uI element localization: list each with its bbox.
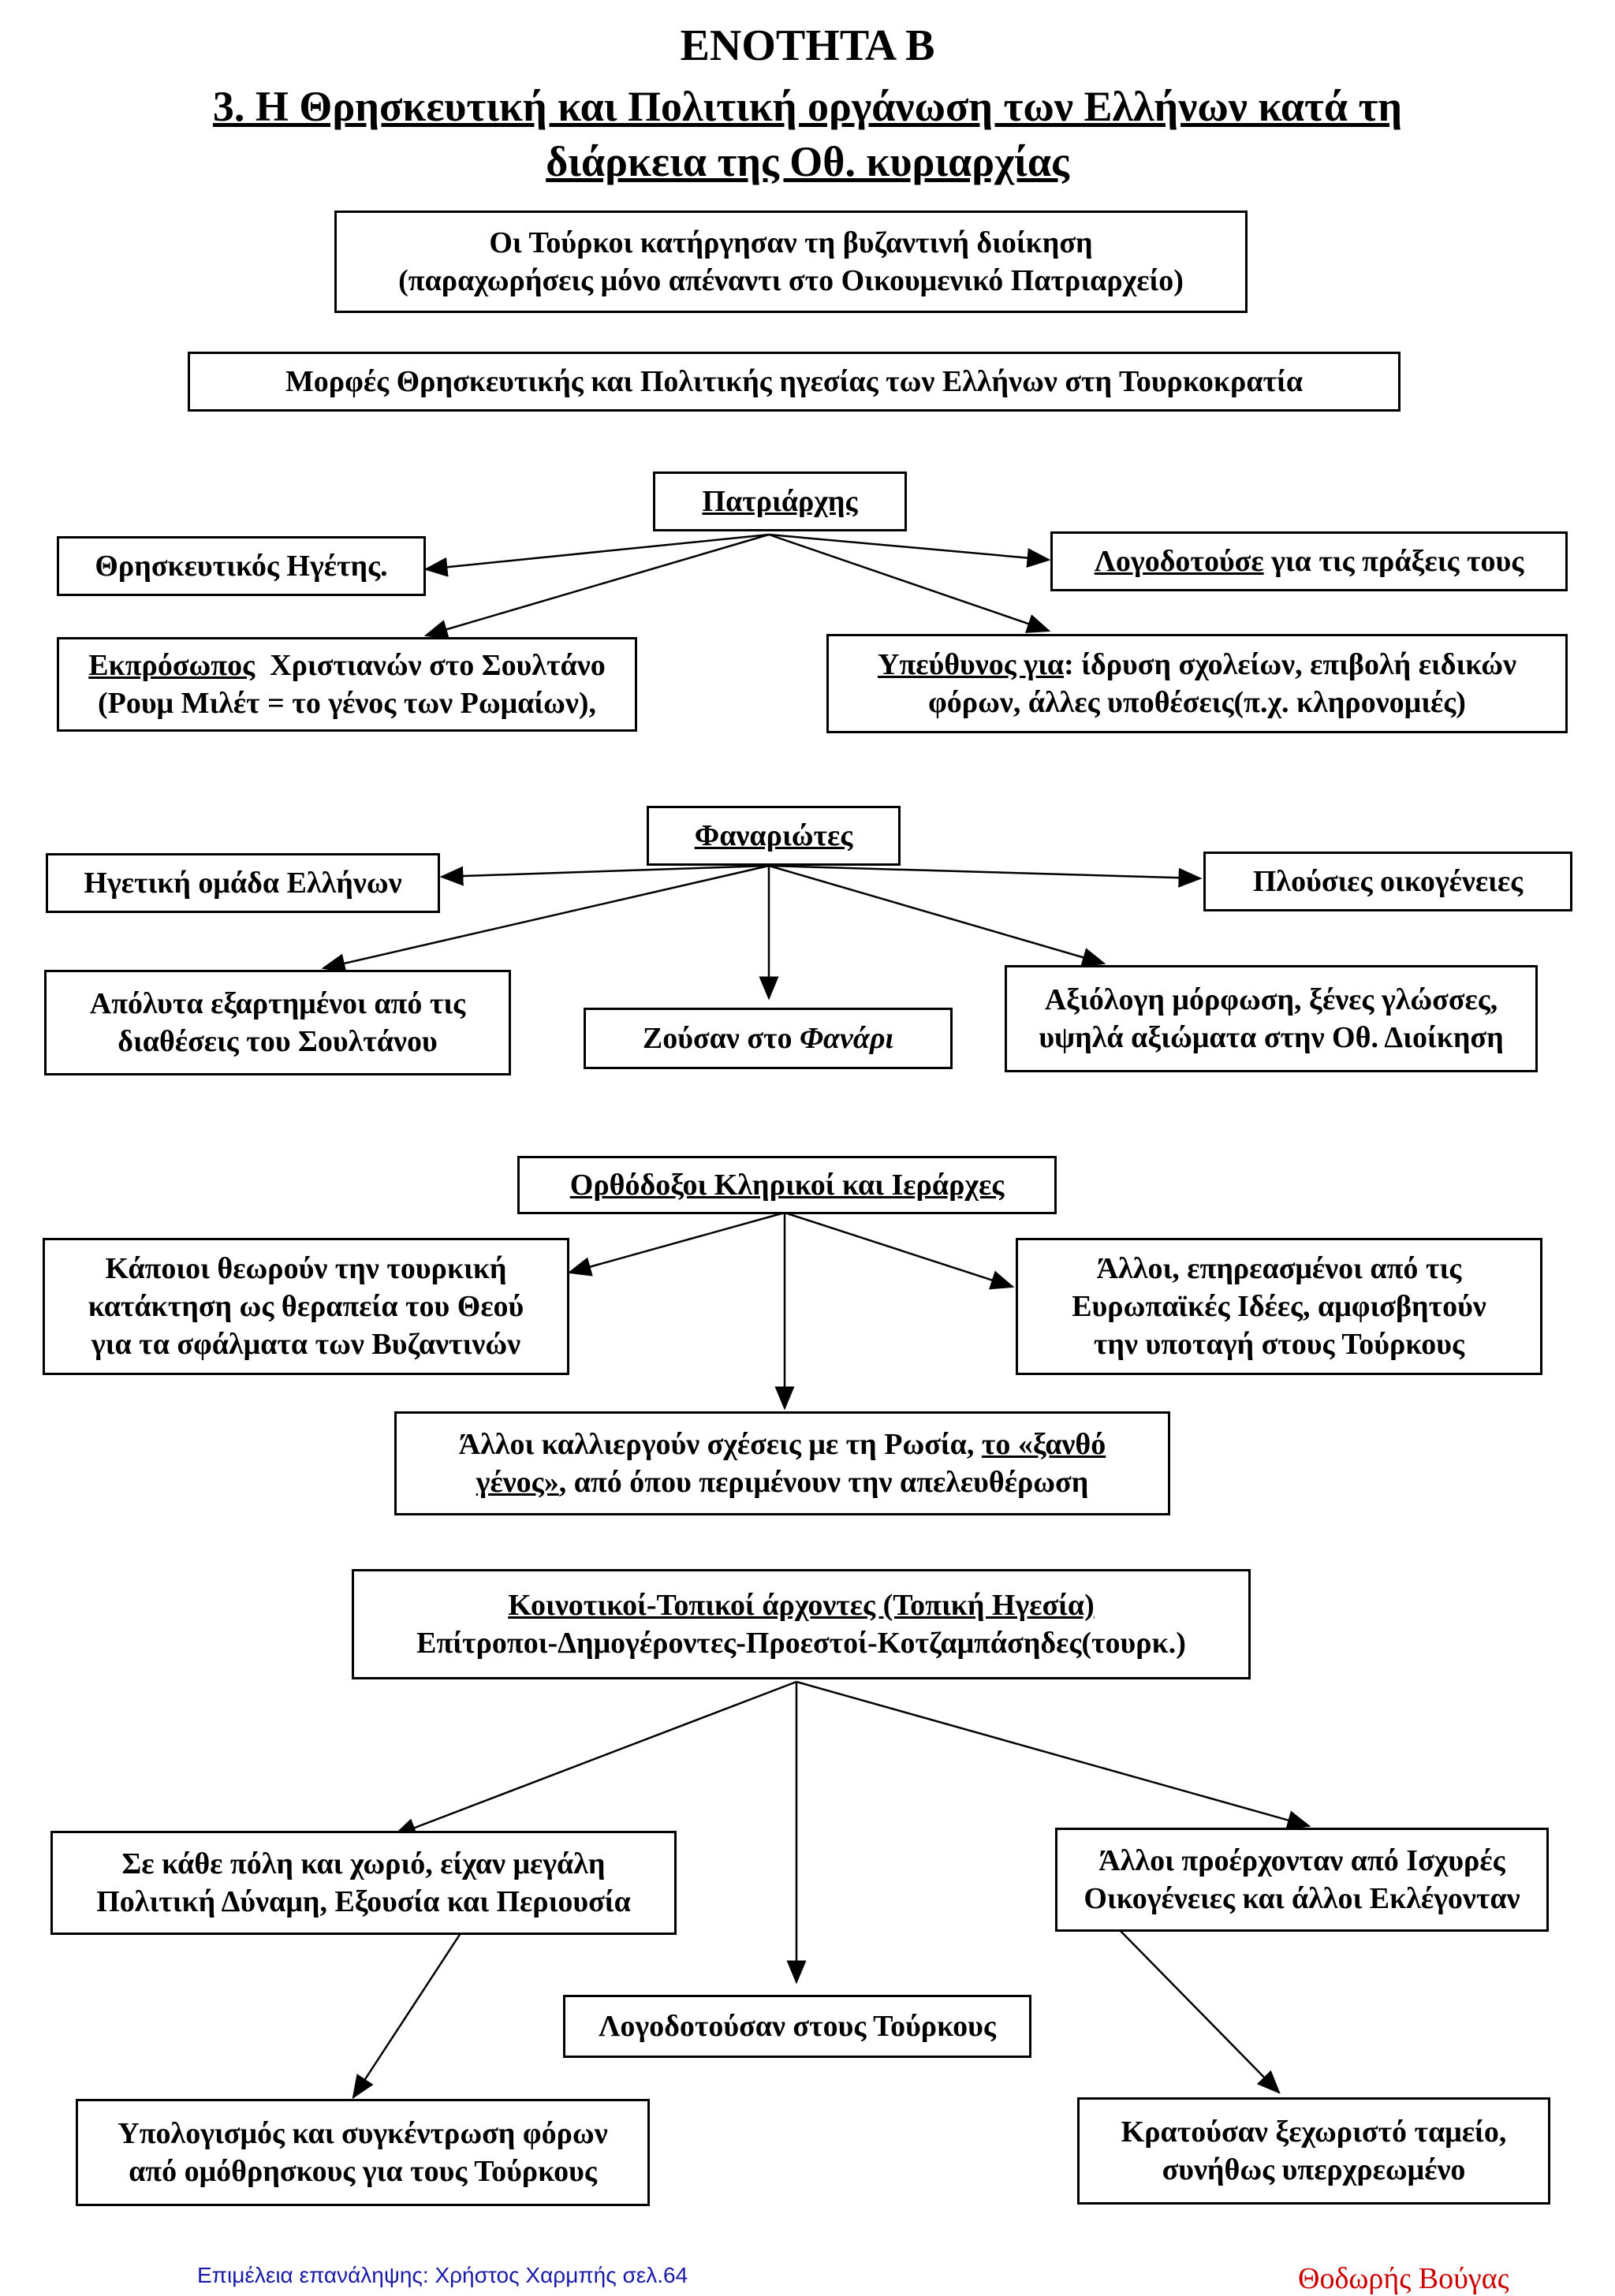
footer-author: Θοδωρής Βούγας (1298, 2262, 1509, 2295)
arrow-local-taxes (352, 1907, 479, 2100)
patriarch-box: Πατριάρχης (653, 472, 907, 531)
arrow-local-families (796, 1680, 1311, 1830)
clergy-some-line1: Κάποιοι θεωρούν την τουρκική (105, 1252, 507, 1285)
arrow-phan-rich (768, 864, 1203, 888)
clergy-russia-box: Άλλοι καλλιεργούν σχέσεις με τη Ρωσία, τ… (394, 1411, 1170, 1515)
patriarch-rep-box: Εκπρόσωπος Χριστιανών στο Σουλτάνο (Ρουμ… (57, 637, 637, 732)
arrow-phan-leading (439, 864, 770, 886)
patriarch-rep-u: Εκπρόσωπος (88, 649, 255, 682)
arrow-patriarch-accountable (768, 533, 1051, 568)
patriarch-rep-line2: (Ρουμ Μιλέτ = το γένος των Ρωμαίων), (97, 687, 597, 720)
clergy-russia-u1: το «ξανθό (981, 1428, 1106, 1461)
arrow-clergy-some (567, 1211, 785, 1277)
intro-line1: Οι Τούρκοι κατήργησαν τη βυζαντινή διοίκ… (489, 226, 1093, 259)
footer-credit: Επιμέλεια επανάληψης: Χρήστος Χαρμπής σε… (197, 2263, 688, 2287)
page-title-line1: 3. Η Θρησκευτική και Πολιτική οργάνωση τ… (212, 83, 1403, 130)
phanariotes-box: Φαναριώτες (647, 806, 901, 866)
intro-box: Οι Τούρκοι κατήργησαν τη βυζαντινή διοίκ… (334, 211, 1248, 313)
local-treasury-box: Κρατούσαν ξεχωριστό ταμείο, συνήθως υπερ… (1077, 2097, 1550, 2205)
phan-edu-line1: Αξιόλογη μόρφωση, ξένες γλώσσες, (1044, 983, 1498, 1016)
patriarch-rep-rest: Χριστιανών στο Σουλτάνο (255, 649, 606, 682)
clergy-other-line1: Άλλοι, επηρεασμένοι από τις (1096, 1252, 1462, 1285)
arrow-local-treasury (1116, 1926, 1281, 2094)
local-families-line1: Άλλοι προέρχονταν από Ισχυρές (1098, 1844, 1505, 1877)
local-treasury-line2: συνήθως υπερχρεωμένο (1162, 2153, 1466, 2186)
local-families-line2: Οικογένειες και άλλοι Εκλέγονταν (1084, 1882, 1520, 1915)
patriarch-accountable-u: Λογοδοτούσε (1094, 545, 1264, 578)
phan-rich-box: Πλούσιες οικογένειες (1203, 852, 1572, 911)
phan-lived-italic: Φανάρι (800, 1022, 894, 1055)
local-power-line2: Πολιτική Δύναμη, Εξουσία και Περιουσία (96, 1885, 631, 1918)
clergy-russia-b: , από όπου περιμένουν την απελευθέρωση (558, 1466, 1089, 1499)
clergy-russia-a: Άλλοι καλλιεργούν σχέσεις με τη Ρωσία, (458, 1428, 982, 1461)
intro-line2: (παραχωρήσεις μόνο απέναντι στο Οικουμεν… (398, 264, 1184, 297)
arrow-local-power (392, 1680, 797, 1837)
clergy-other-line2: Ευρωπαϊκές Ιδέες, αμφισβητούν (1072, 1290, 1486, 1323)
page-title-line2: διάρκεια της Οθ. κυριαρχίας (546, 138, 1069, 185)
page-title: 3. Η Θρησκευτική και Πολιτική οργάνωση τ… (0, 79, 1615, 189)
clergy-other-line3: την υποταγή στους Τούρκους (1093, 1328, 1465, 1361)
patriarch-religious-box: Θρησκευτικός Ηγέτης. (57, 536, 426, 596)
clergy-some-line3: για τα σφάλματα των Βυζαντινών (91, 1328, 521, 1361)
phan-leading-box: Ηγετική ομάδα Ελλήνων (46, 853, 440, 913)
arrow-patriarch-religious (423, 533, 770, 577)
clergy-box: Ορθόδοξοι Κληρικοί και Ιεράρχες (517, 1156, 1057, 1214)
local-box: Κοινοτικοί-Τοπικοί άρχοντες (Τοπική Ηγεσ… (352, 1569, 1251, 1679)
local-taxes-line1: Υπολογισμός και συγκέντρωση φόρων (117, 2117, 608, 2150)
clergy-title: Ορθόδοξοι Κληρικοί και Ιεράρχες (569, 1168, 1005, 1202)
unit-title: ΕΝΟΤΗΤΑ Β (680, 21, 935, 70)
local-taxes-box: Υπολογισμός και συγκέντρωση φόρων από ομ… (76, 2099, 650, 2206)
local-power-box: Σε κάθε πόλη και χωριό, είχαν μεγάλη Πολ… (50, 1831, 677, 1935)
local-power-line1: Σε κάθε πόλη και χωριό, είχαν μεγάλη (121, 1847, 606, 1880)
arrow-phan-edu (768, 864, 1106, 967)
clergy-other-box: Άλλοι, επηρεασμένοι από τις Ευρωπαϊκές Ι… (1016, 1238, 1542, 1375)
local-families-box: Άλλοι προέρχονταν από Ισχυρές Οικογένειε… (1055, 1828, 1549, 1932)
phan-lived-text: Ζούσαν στο (642, 1022, 800, 1055)
clergy-some-box: Κάποιοι θεωρούν την τουρκική κατάκτηση ω… (43, 1238, 569, 1375)
patriarch-title: Πατριάρχης (702, 485, 858, 518)
local-treasury-line1: Κρατούσαν ξεχωριστό ταμείο, (1121, 2115, 1507, 2149)
local-taxes-line2: από ομόθρησκους για τους Τούρκους (129, 2155, 597, 2188)
phan-lived-box: Ζούσαν στο Φανάρι (584, 1008, 953, 1069)
phan-dep-line1: Απόλυτα εξαρτημένοι από τις (89, 987, 466, 1020)
patriarch-resp-u: Υπεύθυνος για (878, 648, 1065, 681)
patriarch-resp-line2: φόρων, άλλες υποθέσεις(π.χ. κληρονομιές) (928, 686, 1466, 719)
forms-box: Μορφές Θρησκευτικής και Πολιτικής ηγεσία… (188, 352, 1401, 412)
patriarch-accountable-box: Λογοδοτούσε για τις πράξεις τους (1050, 531, 1568, 591)
local-accountable-box: Λογοδοτούσαν στους Τούρκους (563, 1995, 1031, 2058)
clergy-russia-u2: γένος» (476, 1466, 559, 1499)
phan-edu-box: Αξιόλογη μόρφωση, ξένες γλώσσες, υψηλά α… (1005, 965, 1538, 1072)
phan-edu-line2: υψηλά αξιώματα στην Οθ. Διοίκηση (1039, 1021, 1504, 1054)
arrow-clergy-other (784, 1211, 1015, 1290)
patriarch-accountable-rest: για τις πράξεις τους (1263, 545, 1524, 578)
phan-dep-box: Απόλυτα εξαρτημένοι από τις διαθέσεις το… (44, 970, 511, 1075)
phan-dep-line2: διαθέσεις του Σουλτάνου (117, 1025, 438, 1058)
arrow-patriarch-rep (423, 533, 770, 639)
arrow-patriarch-resp (768, 533, 1051, 633)
patriarch-resp-box: Υπεύθυνος για: ίδρυση σχολείων, επιβολή … (826, 634, 1568, 733)
local-title: Κοινοτικοί-Τοπικοί άρχοντες (Τοπική Ηγεσ… (508, 1589, 1095, 1622)
clergy-some-line2: κατάκτηση ως θεραπεία του Θεού (88, 1290, 524, 1323)
phanariotes-title: Φαναριώτες (694, 819, 853, 852)
patriarch-resp-rest: : ίδρυση σχολείων, επιβολή ειδικών (1064, 648, 1516, 681)
local-subtitle: Επίτροποι-Δημογέροντες-Προεστοί-Κοτζαμπά… (416, 1627, 1186, 1660)
arrow-phan-dep (321, 864, 770, 974)
